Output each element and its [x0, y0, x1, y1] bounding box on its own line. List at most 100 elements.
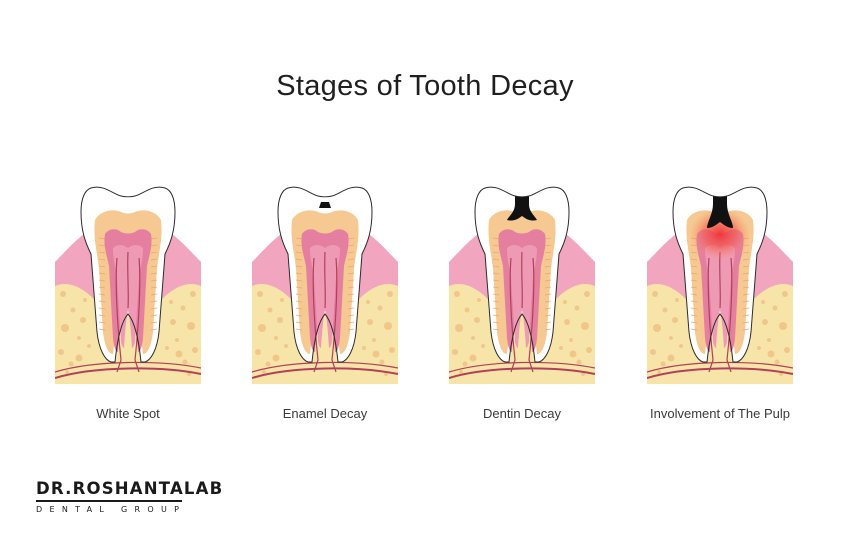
- bone-pore: [362, 346, 366, 350]
- bone-pore: [77, 336, 81, 340]
- logo-name: DR.ROSHANTALAB: [36, 479, 224, 498]
- nerve-branch-center: [719, 251, 721, 309]
- bone-pore: [459, 370, 463, 374]
- bone-pores: [650, 291, 790, 376]
- bone-pore: [675, 298, 679, 302]
- bone-pore: [454, 291, 460, 297]
- nerve-main: [252, 367, 398, 379]
- nerve-canal-right: [528, 257, 535, 373]
- bone-pore: [170, 319, 176, 325]
- decay-cavity: [707, 196, 733, 228]
- stage-label-enamel-decay: Enamel Decay: [282, 406, 368, 421]
- bone-pore: [175, 338, 179, 342]
- stage-label-dentin-decay: Dentin Decay: [482, 406, 562, 421]
- bone-pores: [452, 291, 592, 376]
- bone-pore: [761, 300, 765, 304]
- bone-pore: [265, 361, 271, 367]
- bone-pores: [58, 291, 198, 376]
- stage-label-white-spot: White Spot: [96, 406, 160, 421]
- nerve-canal-left: [707, 257, 714, 373]
- nerve-main: [449, 367, 595, 379]
- decay-cavity: [507, 196, 537, 221]
- bone-pore: [384, 322, 392, 330]
- bone-pore: [782, 291, 788, 297]
- bone-pore: [190, 291, 196, 297]
- bone-pore: [660, 361, 666, 367]
- bone-pore: [784, 347, 790, 353]
- bone-pore: [262, 370, 266, 374]
- bone-pore: [372, 338, 376, 342]
- dentin-tubules: [492, 237, 552, 331]
- dentin-tubules: [295, 237, 355, 331]
- bone-pore: [762, 319, 768, 325]
- bone-pore: [165, 346, 169, 350]
- bone-pore: [584, 291, 590, 297]
- bone-pore: [267, 307, 273, 313]
- tooth-stage-pulp-involvement: [647, 182, 793, 384]
- bone-pore: [169, 300, 173, 304]
- logo-divider: [36, 500, 182, 502]
- bone-pore: [662, 307, 668, 313]
- stage-label-pulp: Involvement of The Pulp: [650, 406, 790, 421]
- bone-pore: [277, 317, 283, 323]
- nerve-canal-left: [312, 257, 319, 373]
- nerve-secondary: [55, 361, 201, 373]
- bone-pore: [80, 317, 86, 323]
- clinic-logo: DR.ROSHANTALAB DENTAL GROUP: [36, 479, 224, 514]
- bone-pore: [757, 346, 761, 350]
- bone-pore: [367, 319, 373, 325]
- bone-pore: [779, 322, 787, 330]
- bone-pore: [650, 349, 656, 355]
- bone-pore: [58, 349, 64, 355]
- bone-pore: [61, 324, 69, 332]
- bone-pore: [452, 349, 458, 355]
- nerve-canal-left: [509, 257, 516, 373]
- bone-pore: [559, 346, 563, 350]
- tooth-stage-dentin-decay: [449, 182, 595, 384]
- bone-pore: [180, 305, 186, 311]
- nerve-secondary: [449, 361, 595, 373]
- bone-pore: [462, 361, 468, 367]
- bone-pore: [767, 338, 771, 342]
- bone-pore: [389, 347, 395, 353]
- bone-pore: [576, 359, 582, 365]
- bone-pore: [564, 319, 570, 325]
- nerve-canal-left: [115, 257, 122, 373]
- bone-pore: [372, 350, 380, 358]
- bone-pore: [387, 291, 393, 297]
- bone-pore: [255, 349, 261, 355]
- nerve-secondary: [252, 361, 398, 373]
- bone-pore: [569, 350, 577, 358]
- bone-pore: [87, 344, 91, 348]
- bone-pore: [257, 291, 263, 297]
- dentin-tubules: [98, 237, 158, 331]
- nerve-main: [55, 367, 201, 379]
- bone-pore: [65, 370, 69, 374]
- bone-pore: [192, 347, 198, 353]
- nerve-main: [647, 367, 793, 379]
- nerve-branch-center: [324, 251, 326, 309]
- bone-pore: [75, 354, 83, 362]
- bone-pore: [187, 322, 195, 330]
- nerve-secondary: [647, 361, 793, 373]
- bone-pore: [679, 344, 683, 348]
- decay-cavity: [319, 202, 331, 208]
- bone-pore: [672, 317, 678, 323]
- bone-pore: [272, 354, 280, 362]
- bone-pore: [284, 344, 288, 348]
- bone-pore: [657, 370, 661, 374]
- tooth-stage-enamel-decay: [252, 182, 398, 384]
- bone-pore: [280, 298, 284, 302]
- bone-pore: [60, 291, 66, 297]
- bone-pore: [581, 322, 589, 330]
- bone-pore: [652, 291, 658, 297]
- bone-pore: [366, 300, 370, 304]
- bone-pore: [474, 317, 480, 323]
- nerve-canal-right: [726, 257, 733, 373]
- tooth-stage-white-spot: [55, 182, 201, 384]
- bone-pore: [772, 305, 778, 311]
- bone-pore: [70, 307, 76, 313]
- bone-pore: [569, 338, 573, 342]
- nerve-canal-right: [134, 257, 141, 373]
- bone-pore: [83, 298, 87, 302]
